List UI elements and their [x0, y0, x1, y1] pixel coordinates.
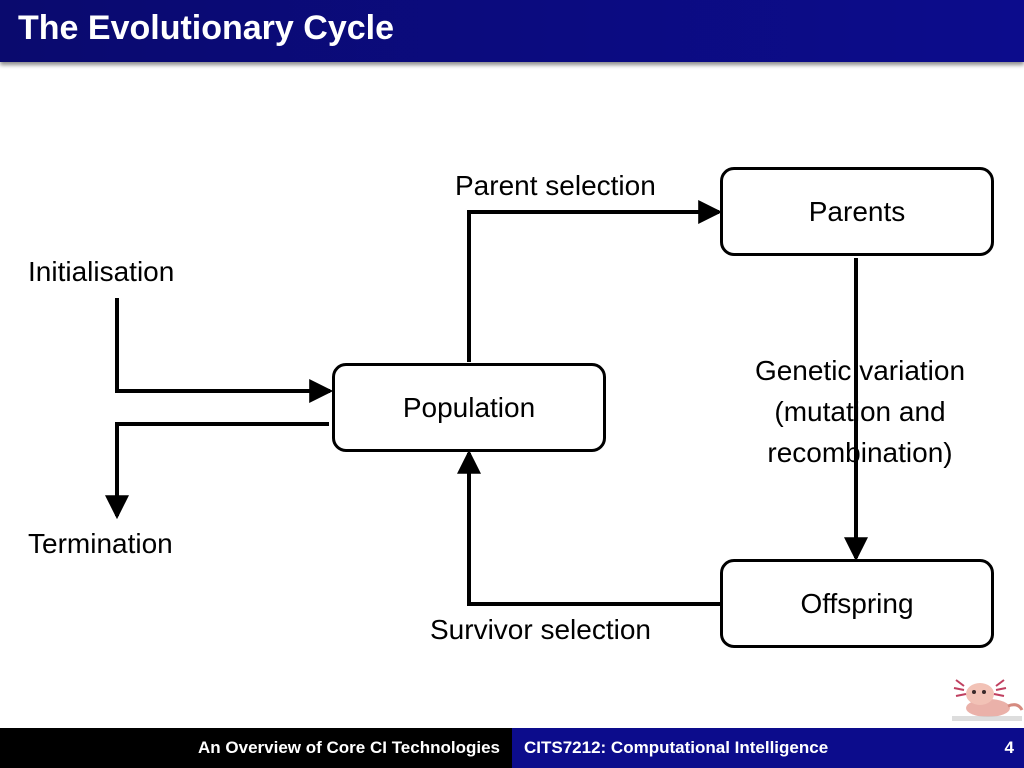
initialisation-label: Initialisation — [28, 256, 175, 287]
footer-left-panel: An Overview of Core CI Technologies — [0, 728, 512, 768]
title-bar: The Evolutionary Cycle — [0, 0, 1024, 62]
parents-label: Parents — [808, 196, 906, 227]
population-label: Population — [402, 392, 536, 423]
genetic-variation-line-2: (mutation and — [774, 396, 946, 427]
footer-right-panel: CITS7212: Computational Intelligence 4 — [512, 728, 1024, 768]
slide-title: The Evolutionary Cycle — [18, 9, 394, 47]
page-number: 4 — [1004, 738, 1014, 757]
initialisation-arrow — [115, 298, 334, 403]
genetic-variation-line-3: recombination) — [767, 437, 953, 468]
parent-selection-arrow — [467, 200, 723, 362]
axolotl-logo-icon — [952, 679, 1024, 721]
parents-node: Parents — [720, 167, 994, 256]
population-node: Population — [332, 363, 606, 452]
survivor-selection-label: Survivor selection — [430, 614, 651, 645]
offspring-node: Offspring — [720, 559, 994, 648]
genetic-variation-label: Genetic variation (mutation and recombin… — [720, 350, 1000, 473]
genetic-variation-line-1: Genetic variation — [754, 355, 966, 386]
footer: An Overview of Core CI Technologies CITS… — [0, 728, 1024, 768]
survivor-selection-arrow — [457, 449, 720, 606]
termination-label: Termination — [28, 528, 173, 559]
parent-selection-label: Parent selection — [455, 170, 656, 201]
offspring-label: Offspring — [800, 588, 914, 619]
termination-arrow — [105, 422, 329, 520]
footer-course-text: CITS7212: Computational Intelligence — [524, 738, 829, 757]
footer-left-text: An Overview of Core CI Technologies — [198, 738, 500, 757]
